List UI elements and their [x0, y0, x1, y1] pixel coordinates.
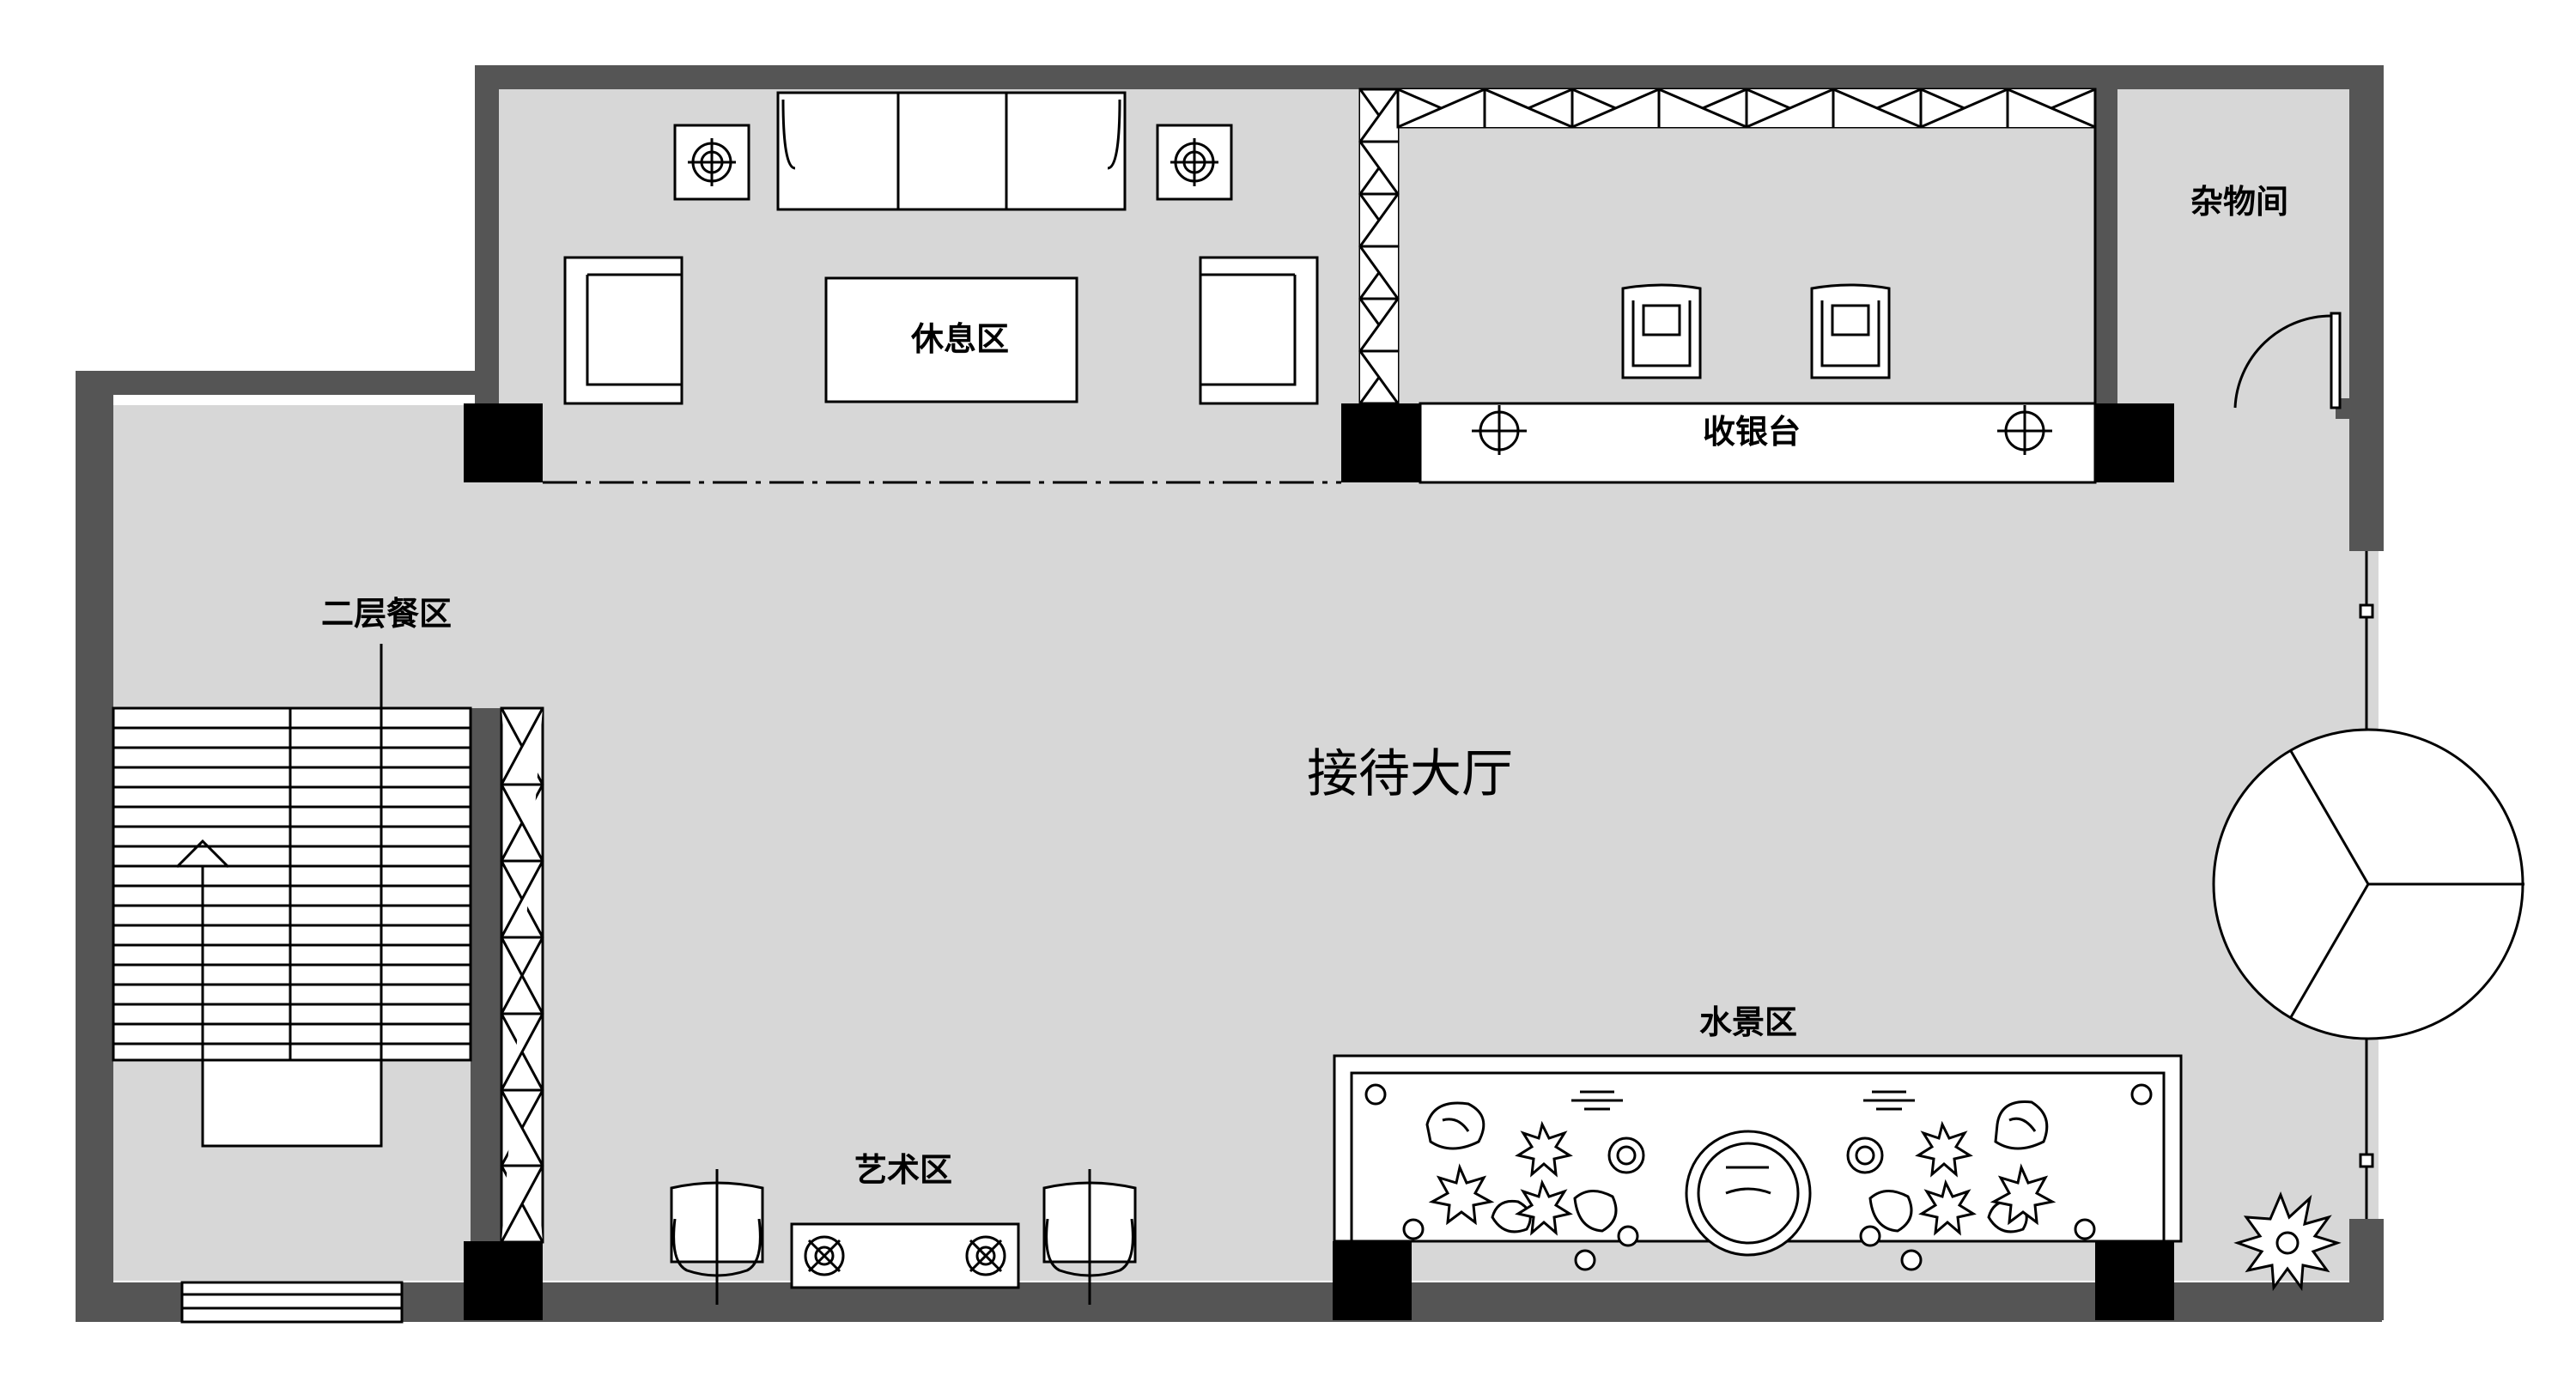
cashier-furniture	[1419, 283, 2097, 484]
water-feature	[1333, 1054, 2183, 1271]
label-art: 艺术区	[854, 1151, 952, 1189]
bottom-exit	[180, 1281, 404, 1324]
storage-door	[2233, 312, 2342, 409]
art-table	[790, 1222, 1020, 1289]
art-furniture	[670, 1169, 1137, 1305]
staircase[interactable]	[112, 644, 472, 1148]
lattice-screen-stair	[500, 706, 544, 1244]
label-dining: 二层餐区	[321, 595, 452, 633]
label-cashier: 收银台	[1703, 413, 1801, 451]
exterior-walls	[76, 65, 2384, 1322]
lattice-screen-vertical	[1358, 88, 1400, 405]
armchair-left	[563, 256, 683, 405]
fountain	[1685, 1130, 1812, 1257]
armchair-right	[1199, 256, 1319, 405]
label-lounge: 休息区	[910, 320, 1009, 358]
lattice-screen-top	[1396, 88, 2097, 129]
label-water: 水景区	[1699, 1003, 1797, 1041]
revolving-door[interactable]	[2212, 728, 2524, 1040]
label-lobby: 接待大厅	[1307, 744, 1513, 804]
columns	[464, 403, 2174, 1320]
coffee-table	[824, 276, 1078, 403]
corner-plant	[2233, 1191, 2342, 1292]
label-storage: 杂物间	[2190, 183, 2288, 221]
cashier-counter	[1419, 402, 2097, 484]
lounge-furniture	[563, 91, 1319, 405]
sofa	[776, 91, 1127, 211]
